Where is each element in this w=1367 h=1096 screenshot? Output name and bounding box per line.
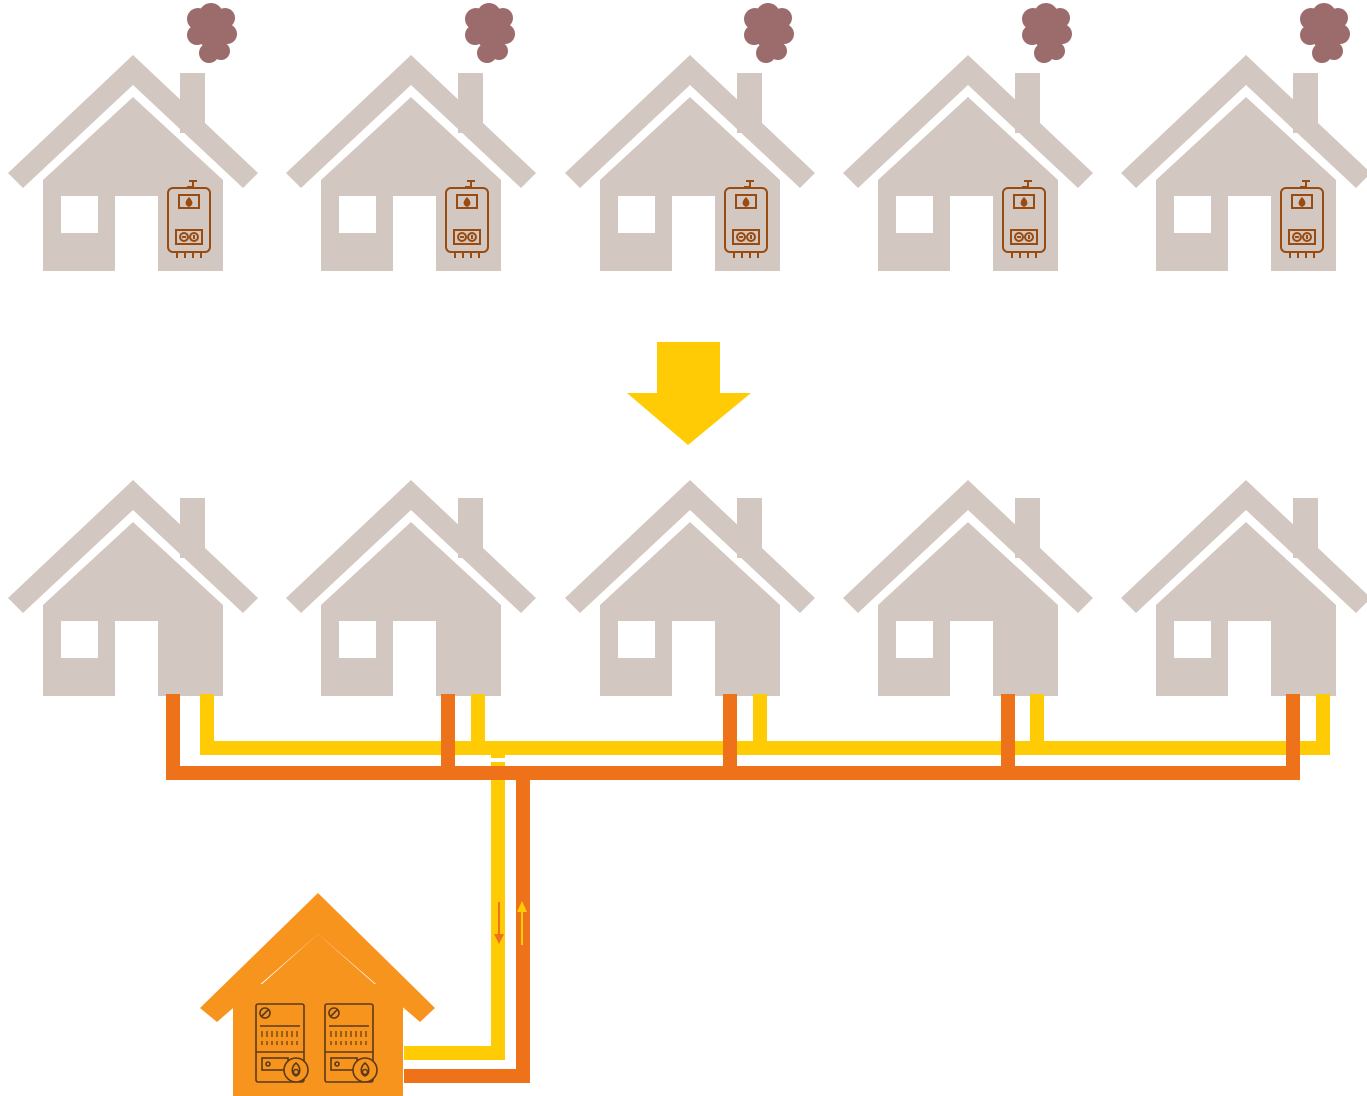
plant-roof: [200, 893, 435, 1022]
house-before-2: [286, 3, 536, 271]
before-row: [8, 3, 1367, 271]
house-icon: [843, 480, 1093, 696]
house-before-3: [565, 3, 815, 271]
house-after-2: [286, 480, 536, 696]
house-before-1: [8, 3, 258, 271]
house-icon: [565, 480, 815, 696]
house-after-1: [8, 480, 258, 696]
arrow-down-icon: [627, 342, 751, 445]
flow-up-arrow: [517, 901, 527, 945]
house-after-4: [843, 480, 1093, 696]
smoke-icon: [465, 3, 515, 63]
smoke-icon: [187, 3, 237, 63]
pipe-network: [166, 694, 1330, 1083]
house-icon: [1121, 480, 1367, 696]
smoke-icon: [744, 3, 794, 63]
house-icon: [286, 480, 536, 696]
supply-pipe: [166, 694, 1300, 1083]
smoke-icon: [1300, 3, 1350, 63]
return-pipe: [200, 694, 1330, 1060]
house-icon: [565, 55, 815, 271]
house-before-4: [843, 3, 1093, 271]
house-icon: [1121, 55, 1367, 271]
house-icon: [8, 55, 258, 271]
flow-down-arrow: [494, 902, 504, 944]
house-before-5: [1121, 3, 1367, 271]
central-plant: [200, 893, 435, 1096]
house-icon: [286, 55, 536, 271]
house-after-3: [565, 480, 815, 696]
after-row: [8, 480, 1367, 696]
house-icon: [8, 480, 258, 696]
house-icon: [843, 55, 1093, 271]
smoke-icon: [1022, 3, 1072, 63]
house-after-5: [1121, 480, 1367, 696]
